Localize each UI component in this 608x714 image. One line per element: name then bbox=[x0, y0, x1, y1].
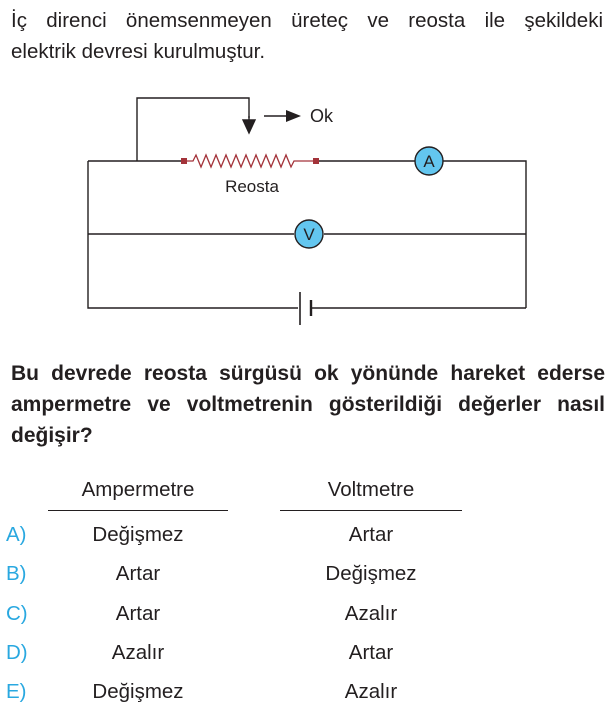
option-d[interactable]: D) Azalır Artar bbox=[0, 641, 608, 671]
ammeter-column-header: Ampermetre bbox=[81, 478, 195, 501]
option-letter: B) bbox=[6, 562, 27, 585]
option-ammeter-value: Azalır bbox=[111, 641, 165, 664]
voltmeter-header-rule bbox=[280, 510, 462, 511]
ammeter-header-rule bbox=[48, 510, 228, 511]
ammeter-symbol: A bbox=[423, 152, 435, 171]
option-ammeter-value: Artar bbox=[115, 562, 161, 585]
rheostat-terminal-left bbox=[181, 158, 187, 164]
option-voltmeter-value: Değişmez bbox=[325, 562, 417, 585]
option-letter: C) bbox=[6, 602, 28, 625]
intro-line-1: İç direnci önemsenmeyen üreteç ve reosta… bbox=[11, 9, 603, 32]
option-letter: A) bbox=[6, 523, 27, 546]
voltmeter-symbol: V bbox=[303, 225, 315, 244]
rheostat-resistor bbox=[187, 153, 313, 169]
question-line-1: Bu devrede reosta sürgüsü ok yönünde har… bbox=[11, 362, 605, 385]
option-letter: D) bbox=[6, 641, 28, 664]
voltmeter-column-header: Voltmetre bbox=[327, 478, 415, 501]
question-text: Bu devrede reosta sürgüsü ok yönünde har… bbox=[11, 358, 605, 451]
option-voltmeter-value: Azalır bbox=[344, 602, 398, 625]
option-b[interactable]: B) Artar Değişmez bbox=[0, 562, 608, 592]
option-ammeter-value: Değişmez bbox=[92, 523, 184, 546]
rheostat-terminal-right bbox=[313, 158, 319, 164]
option-voltmeter-value: Azalır bbox=[344, 680, 398, 703]
wire-left bbox=[87, 161, 298, 309]
intro-text: İç direnci önemsenmeyen üreteç ve reosta… bbox=[11, 5, 603, 67]
option-voltmeter-value: Artar bbox=[348, 523, 394, 546]
direction-arrow-icon bbox=[286, 110, 301, 122]
wire-top-right bbox=[443, 160, 527, 308]
slider-arrow-icon bbox=[241, 116, 257, 135]
question-line-3: değişir? bbox=[11, 424, 93, 447]
option-voltmeter-value: Artar bbox=[348, 641, 394, 664]
rheostat-label: Reosta bbox=[225, 177, 279, 196]
voltmeter-icon bbox=[294, 219, 324, 249]
option-a[interactable]: A) Değişmez Artar bbox=[0, 523, 608, 553]
ammeter-icon bbox=[414, 146, 444, 176]
option-ammeter-value: Değişmez bbox=[92, 680, 184, 703]
option-e[interactable]: E) Değişmez Azalır bbox=[0, 680, 608, 710]
option-ammeter-value: Artar bbox=[115, 602, 161, 625]
arrow-label: Ok bbox=[310, 106, 334, 126]
option-c[interactable]: C) Artar Azalır bbox=[0, 602, 608, 632]
question-line-2: ampermetre ve voltmetrenin gösterildiği … bbox=[11, 393, 605, 416]
circuit-diagram: Ok Reosta A V bbox=[87, 97, 527, 325]
slider-wire bbox=[136, 97, 250, 161]
intro-line-2: elektrik devresi kurulmuştur. bbox=[11, 40, 266, 63]
option-letter: E) bbox=[6, 680, 27, 703]
